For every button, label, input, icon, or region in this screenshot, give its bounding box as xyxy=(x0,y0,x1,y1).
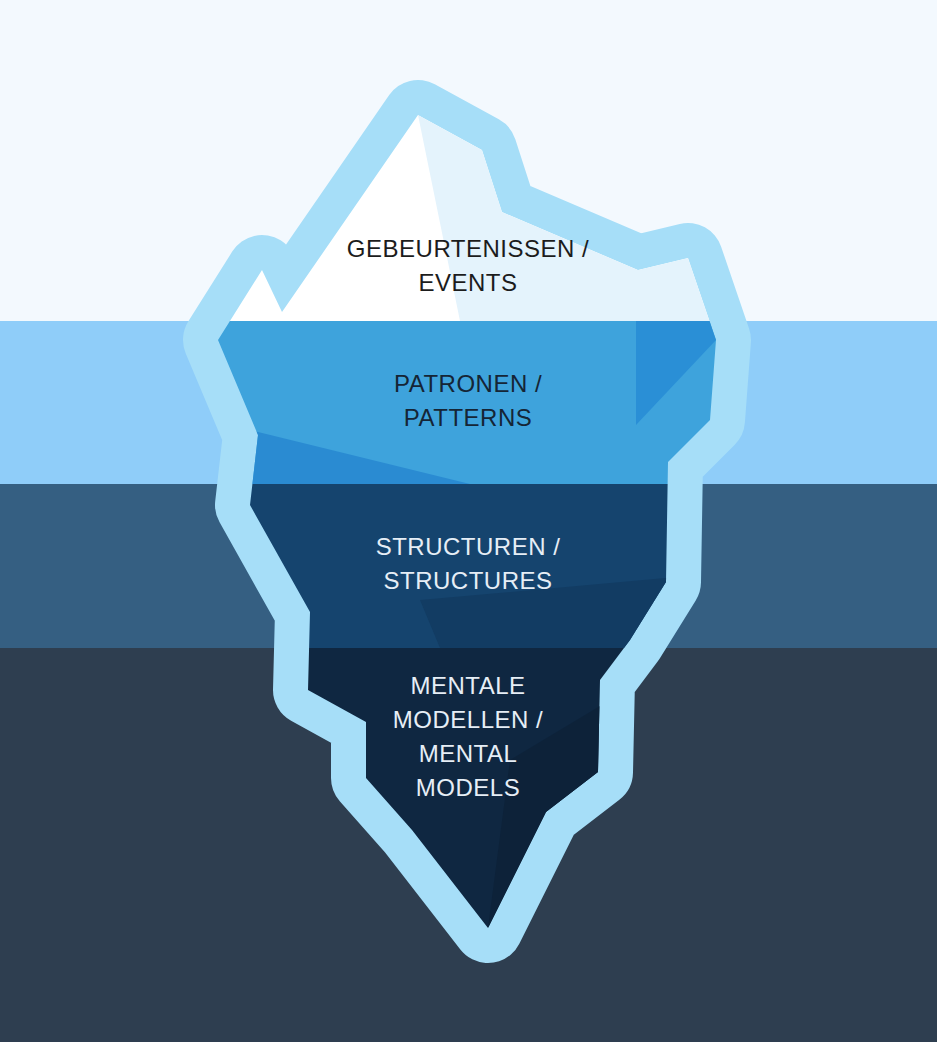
layer-label: GEBEURTENISSEN / EVENTS xyxy=(323,232,613,300)
layer-label: PATRONEN / PATTERNS xyxy=(363,367,573,435)
patterns-band-fill xyxy=(150,321,790,484)
layer-label: STRUCTUREN / STRUCTURES xyxy=(353,530,583,598)
surface-water xyxy=(0,321,937,484)
iceberg-layer: MENTALE MODELLEN / MENTAL MODELS xyxy=(378,669,558,805)
patterns-facet xyxy=(636,321,716,425)
iceberg-layer: PATRONEN / PATTERNS xyxy=(363,367,573,435)
iceberg-layer: GEBEURTENISSEN / EVENTS xyxy=(323,232,613,300)
iceberg-layer: STRUCTUREN / STRUCTURES xyxy=(353,530,583,598)
deep-water xyxy=(0,648,937,1042)
structures-band-fill xyxy=(150,484,790,648)
models-facet xyxy=(488,700,610,928)
patterns-facet xyxy=(250,430,470,484)
iceberg-body xyxy=(150,90,790,948)
models-band-fill xyxy=(150,648,790,948)
layer-label: MENTALE MODELLEN / MENTAL MODELS xyxy=(378,669,558,805)
mid-water xyxy=(0,484,937,648)
